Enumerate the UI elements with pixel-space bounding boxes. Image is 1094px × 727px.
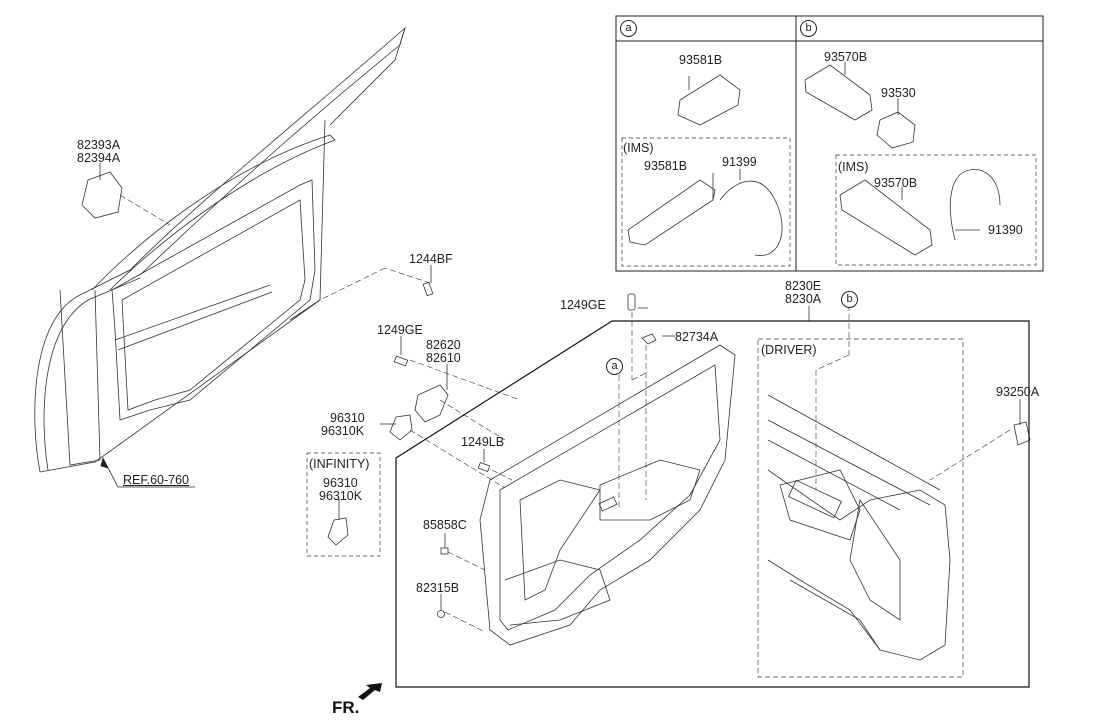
- label-driver: (DRIVER): [761, 343, 817, 357]
- harness-91390-shape: [949, 169, 1001, 241]
- infinity-box: [306, 452, 381, 557]
- part-82620-shape: [414, 384, 449, 423]
- marker-b: b: [841, 291, 858, 308]
- label-inset-a-ims: (IMS): [623, 141, 654, 155]
- driver-door-panel-drawing: [767, 394, 951, 661]
- label-infinity-96310K[interactable]: 96310K: [319, 489, 363, 503]
- label-82315B[interactable]: 82315B: [416, 581, 460, 595]
- part-82315B-shape: [437, 610, 445, 618]
- front-direction-label: FR.: [332, 698, 360, 717]
- part-1249GE-left-shape: [393, 355, 409, 367]
- switch-93530-shape: [876, 111, 916, 149]
- label-93250A[interactable]: 93250A: [996, 385, 1040, 399]
- switch-93570B-ims-shape: [839, 179, 933, 256]
- harness-91399-shape: [719, 180, 783, 256]
- label-96310K[interactable]: 96310K: [321, 424, 365, 438]
- label-93530[interactable]: 93530: [881, 86, 916, 100]
- label-ref-60-760[interactable]: REF.60-760: [123, 473, 190, 487]
- label-infinity-96310[interactable]: 96310: [323, 476, 358, 490]
- inset-b-marker: b: [800, 20, 817, 37]
- label-82393A[interactable]: 82393A: [77, 138, 121, 152]
- label-1244BF[interactable]: 1244BF: [409, 252, 453, 266]
- label-8230A[interactable]: 8230A: [785, 292, 822, 306]
- label-85858C[interactable]: 85858C: [423, 518, 467, 532]
- switch-93570B-shape: [804, 64, 873, 121]
- label-82610[interactable]: 82610: [426, 351, 461, 365]
- switch-93581B-ims-shape: [627, 179, 716, 246]
- part-1249GE-top-shape: [627, 293, 636, 311]
- part-1249LB-shape: [477, 461, 491, 473]
- label-82394A[interactable]: 82394A: [77, 151, 121, 165]
- label-93581B-ims[interactable]: 93581B: [644, 159, 688, 173]
- label-82734A[interactable]: 82734A: [675, 330, 719, 344]
- inset-a-ims-box: [621, 137, 791, 267]
- door-trim-panel-drawing: [479, 344, 736, 646]
- label-infinity: (INFINITY): [309, 457, 370, 471]
- part-96310-infinity-shape: [327, 517, 349, 546]
- label-inset-b-ims: (IMS): [838, 160, 869, 174]
- label-93581B[interactable]: 93581B: [679, 53, 723, 67]
- marker-a: a: [606, 358, 623, 375]
- switch-93581B-shape: [677, 74, 741, 126]
- ref-arrow: [100, 456, 195, 488]
- driver-box: [757, 338, 964, 678]
- front-arrow-icon: [358, 683, 382, 700]
- label-93570B-ims[interactable]: 93570B: [874, 176, 918, 190]
- label-1249GE-top[interactable]: 1249GE: [560, 298, 606, 312]
- door-frame-drawing: [34, 26, 406, 473]
- part-96310-shape: [389, 414, 413, 441]
- part-82393A-shape: [81, 171, 123, 219]
- label-91399[interactable]: 91399: [722, 155, 757, 169]
- label-8230E[interactable]: 8230E: [785, 279, 822, 293]
- trim-assembly-box: [395, 320, 1030, 688]
- label-91390[interactable]: 91390: [988, 223, 1023, 237]
- label-1249GE-left[interactable]: 1249GE: [377, 323, 423, 337]
- inset-b-ims-box: [835, 154, 1037, 266]
- inset-a-marker: a: [620, 20, 637, 37]
- part-1244BF-shape: [422, 281, 434, 297]
- label-1249LB[interactable]: 1249LB: [461, 435, 505, 449]
- label-82620[interactable]: 82620: [426, 338, 461, 352]
- part-93250A-shape: [1013, 421, 1031, 446]
- label-96310[interactable]: 96310: [330, 411, 365, 425]
- part-82734A-shape: [641, 333, 657, 345]
- label-93570B[interactable]: 93570B: [824, 50, 868, 64]
- part-85858C-shape: [440, 547, 449, 555]
- inset-frame: [615, 15, 1044, 272]
